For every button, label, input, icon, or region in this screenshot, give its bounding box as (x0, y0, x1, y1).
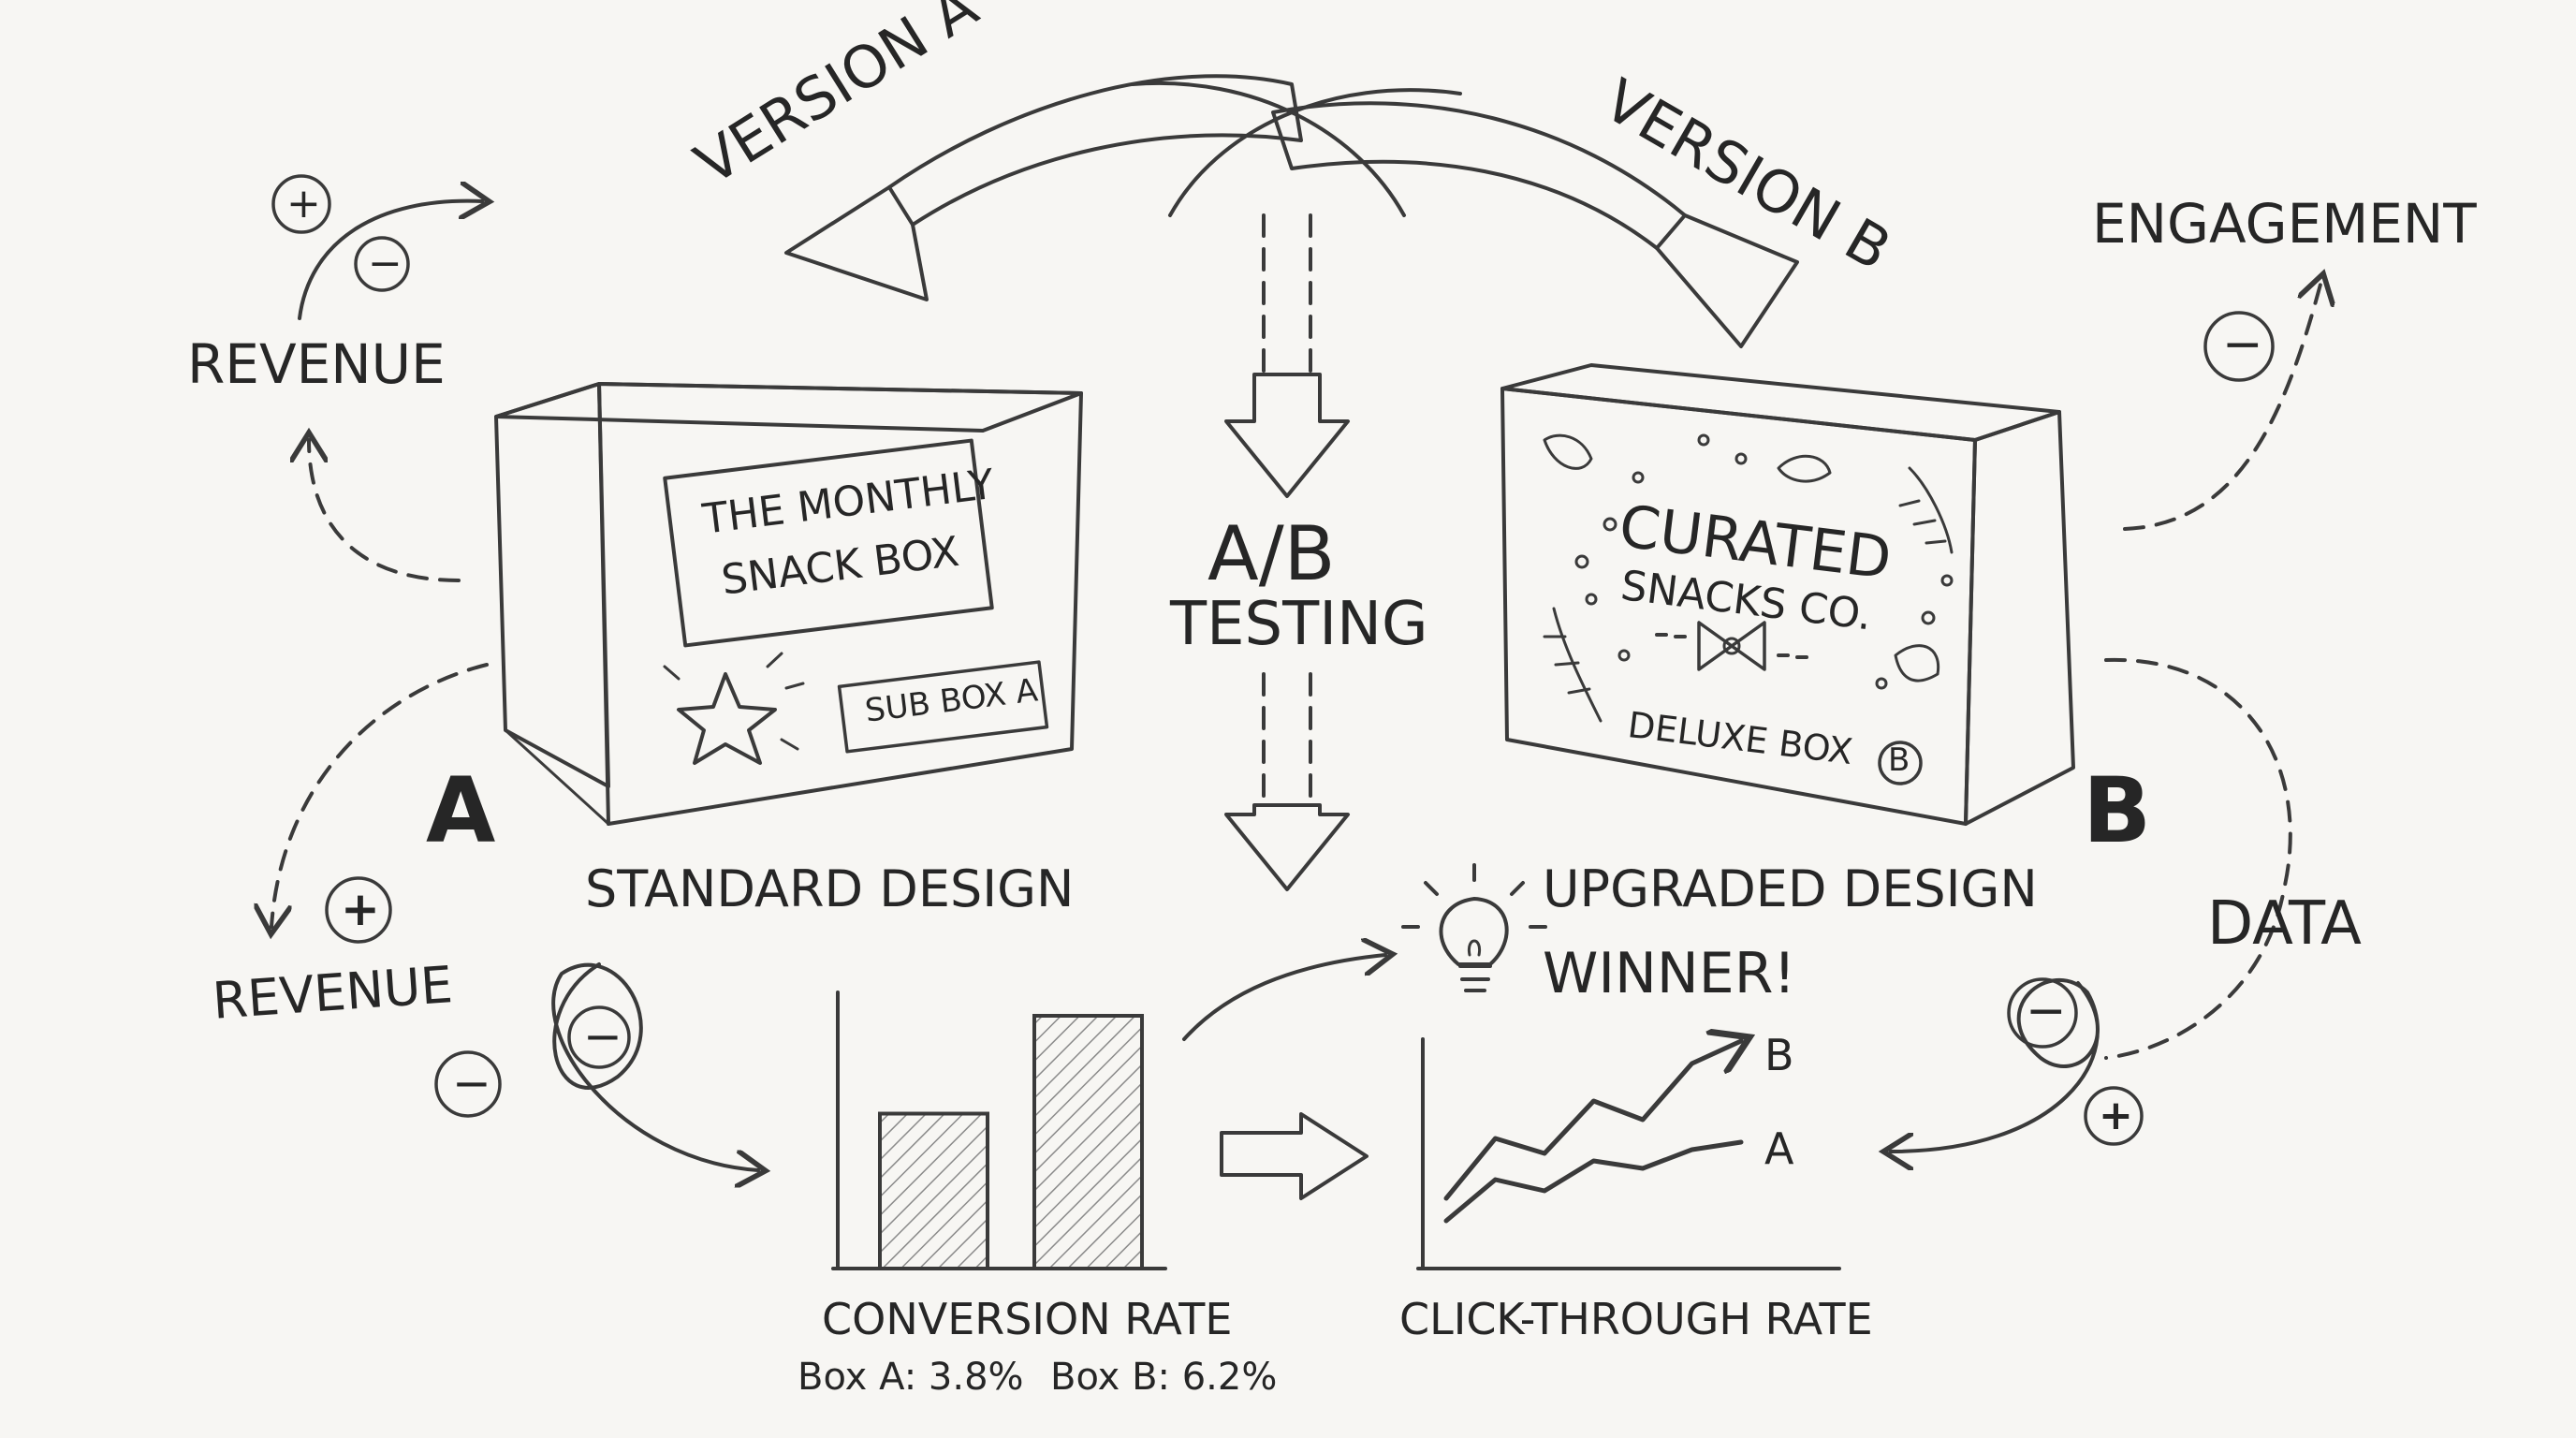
version-a-arrow (784, 74, 1303, 301)
minus-sign: − (452, 1056, 491, 1110)
sign-circle-5 (567, 1005, 631, 1069)
sign-circle-2 (354, 236, 410, 292)
right-swirl-arrow (1891, 978, 2100, 1152)
plus-sign: + (2099, 1092, 2133, 1139)
version-b-arrow (1271, 101, 1799, 348)
deluxe-box-badge-circle (1878, 741, 1923, 785)
bowtie-icon (1655, 621, 1808, 671)
data-loop (2104, 657, 2292, 1060)
engagement-label: ENGAGEMENT (2092, 192, 2477, 256)
minus-sign: − (2026, 983, 2067, 1039)
line-series-a (1443, 1139, 1744, 1224)
box-a (494, 382, 1083, 826)
box-b-tag-badge: B (1888, 741, 1910, 779)
minus-sign: − (583, 1009, 622, 1064)
bar-chart-value-b: Box B: 6.2% (1050, 1356, 1278, 1399)
data-label: DATA (2207, 889, 2362, 959)
to-winner-arrow (1182, 955, 1385, 1041)
box-b-letter: B (2083, 758, 2152, 863)
center-title-line1: A/B (1208, 510, 1336, 597)
plus-sign: + (341, 882, 380, 936)
star-icon (663, 652, 805, 765)
revenue-top-label: REVENUE (187, 332, 446, 396)
sign-circle-6 (2203, 311, 2275, 382)
line-chart-title: CLICK-THROUGH RATE (1399, 1294, 1873, 1344)
bar-chart-value-a: Box A: 3.8% (798, 1356, 1024, 1399)
sign-circle-3 (325, 876, 392, 944)
center-title-line2: TESTING (1170, 590, 1428, 659)
crossing-arc-a (1168, 88, 1462, 217)
chart-to-chart-arrow (1220, 1112, 1368, 1200)
minus-sign: − (368, 240, 402, 287)
center-dashed-arrows (1224, 213, 1350, 891)
click-through-rate-line-chart (1416, 1039, 1841, 1270)
box-b (1500, 363, 2075, 826)
sign-circle-8 (2084, 1086, 2144, 1146)
plus-sign: + (286, 180, 321, 227)
minus-sign: − (2222, 316, 2263, 373)
box-a-letter: A (426, 758, 496, 863)
left-swirl-arrow (551, 962, 758, 1170)
sign-circle-7 (2007, 977, 2078, 1049)
line-chart-label-a: A (1764, 1123, 1794, 1174)
bar-chart-title: CONVERSION RATE (822, 1294, 1233, 1344)
box-b-caption: UPGRADED DESIGN (1543, 859, 2038, 918)
revenue-top-loop (309, 440, 461, 582)
confetti-dots (1574, 433, 1954, 690)
revenue-bottom-loop (271, 663, 489, 927)
sign-circle-1 (271, 174, 331, 234)
box-a-caption: STANDARD DESIGN (585, 859, 1075, 918)
conversion-rate-bar-chart (831, 990, 1167, 1270)
engagement-loop (2123, 281, 2321, 531)
leaf-icon (1543, 433, 1954, 723)
crossing-arc-b (1131, 81, 1406, 217)
sign-circle-4 (434, 1050, 502, 1118)
line-series-b (1443, 1041, 1741, 1201)
top-left-swirl (298, 201, 482, 320)
winner-label: WINNER! (1543, 941, 1796, 1006)
line-chart-label-b: B (1764, 1030, 1794, 1080)
bar-box-b (1032, 1014, 1144, 1270)
bar-box-a (878, 1111, 989, 1270)
lightbulb-icon (1401, 863, 1547, 992)
